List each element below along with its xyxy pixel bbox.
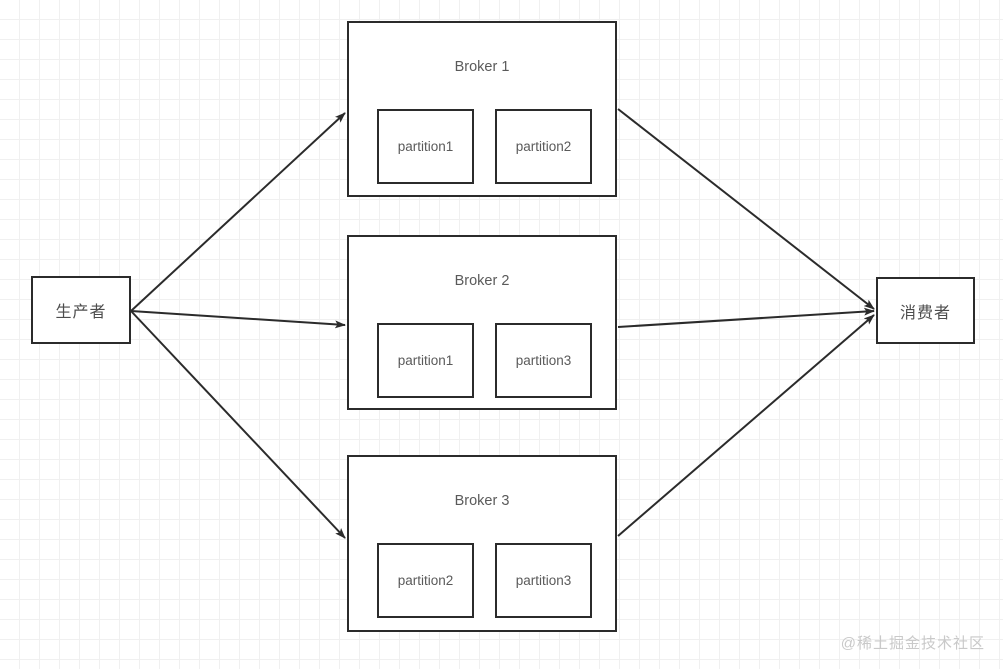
partition-box[interactable]: partition3 (495, 543, 592, 618)
watermark: @稀土掘金技术社区 (840, 635, 985, 652)
consumer-node[interactable]: 消费者 (876, 277, 975, 344)
broker-3-to-consumer-arrow (617, 314, 875, 537)
partition-box[interactable]: partition2 (377, 543, 474, 618)
broker-title: Broker 3 (454, 493, 510, 509)
producer-to-broker-2-arrow (130, 310, 346, 329)
broker-node-1[interactable]: Broker 1 partition1 partition2 (347, 21, 617, 197)
broker-title: Broker 1 (454, 59, 510, 75)
broker-node-3[interactable]: Broker 3 partition2 partition3 (347, 455, 617, 632)
broker-title: Broker 2 (454, 273, 510, 289)
producer-to-broker-3-arrow (130, 310, 346, 539)
producer-label: 生产者 (55, 304, 107, 321)
broker-node-2[interactable]: Broker 2 partition1 partition3 (347, 235, 617, 410)
consumer-label: 消费者 (899, 304, 951, 322)
producer-to-broker-1-arrow (130, 112, 346, 312)
partition-box[interactable]: partition3 (495, 323, 592, 398)
broker-2-to-consumer-arrow (617, 307, 875, 328)
partition-box[interactable]: partition1 (377, 109, 474, 184)
broker-1-to-consumer-arrow (617, 108, 875, 310)
partition-box[interactable]: partition1 (377, 323, 474, 398)
partition-box[interactable]: partition2 (495, 109, 592, 184)
producer-node[interactable]: 生产者 (31, 276, 131, 344)
